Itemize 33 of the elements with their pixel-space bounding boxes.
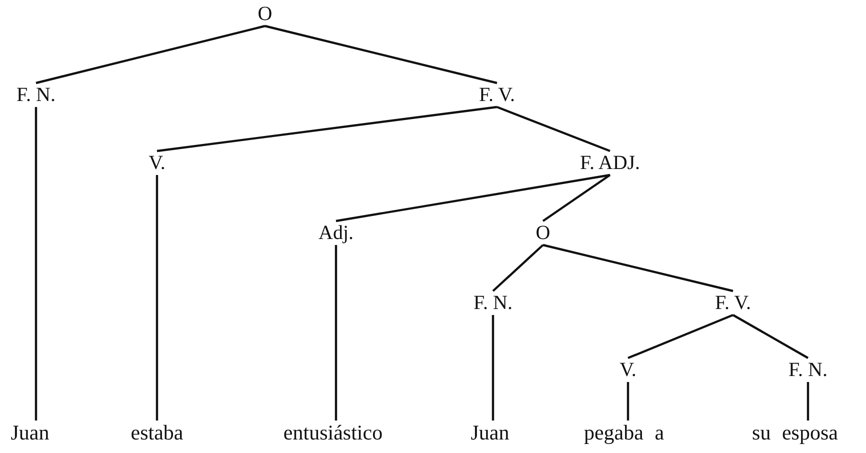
tree-branch-line <box>334 245 338 420</box>
word-label: entusiástico <box>283 421 383 445</box>
tree-branch-line <box>34 107 38 420</box>
tree-branch-line <box>36 24 266 84</box>
category-label: F. N. <box>474 292 512 314</box>
category-label: F. N. <box>788 359 828 381</box>
tree-branch-line <box>264 24 498 84</box>
tree-branch-line <box>492 315 494 420</box>
tree-branch-line <box>492 244 544 292</box>
tree-branch-line <box>156 175 158 420</box>
word-label: pegaba a <box>584 421 664 445</box>
tree-branch-line <box>626 382 630 420</box>
category-label: Adj. <box>318 222 354 244</box>
category-label: V. <box>620 359 636 381</box>
word-label: estaba <box>130 421 184 445</box>
tree-branch-line <box>336 174 610 222</box>
tree-branch-line <box>542 174 611 222</box>
tree-branch-line <box>806 382 810 420</box>
tree-branch-line <box>542 244 734 292</box>
category-label: F. V. <box>714 292 752 314</box>
category-label: V. <box>148 152 166 174</box>
category-label: F. V. <box>478 84 516 106</box>
tree-branch-line <box>732 314 809 359</box>
category-label: O <box>536 222 550 244</box>
tree-branch-line <box>628 314 734 360</box>
category-label: F. ADJ. <box>580 152 640 174</box>
word-label: Juan <box>10 421 50 445</box>
tree-branch-line <box>496 106 610 152</box>
category-label: O <box>258 3 272 25</box>
word-label: Juan <box>470 421 510 445</box>
word-label: su esposa <box>752 421 838 445</box>
category-label: F. N. <box>16 84 56 106</box>
tree-branch-line <box>156 106 498 152</box>
